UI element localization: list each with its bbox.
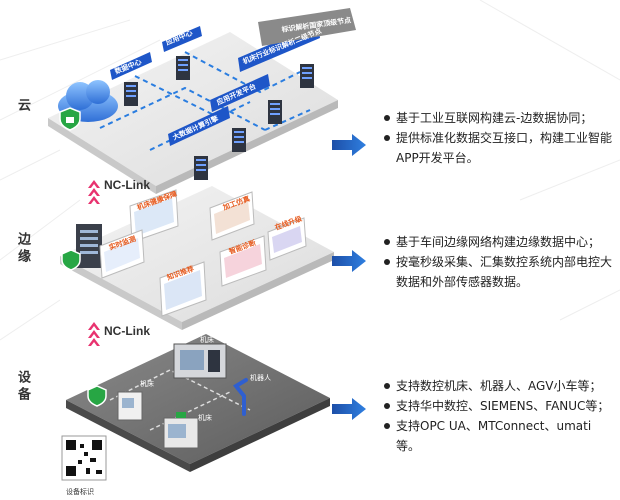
node-label-data-center: 数据中心	[113, 57, 142, 76]
shield-icon	[87, 385, 107, 407]
server-icon	[124, 56, 314, 180]
shield-icon	[59, 107, 81, 131]
nc-link-label: NC-Link	[104, 178, 150, 192]
layer-label-cloud: 云	[15, 98, 30, 115]
device-description: 支持数控机床、机器人、AGV小车等； 支持华中数控、SIEMENS、FANUC等…	[382, 376, 614, 456]
cloud-node-tags	[110, 8, 356, 146]
list-item: 提供标准化数据交互接口，构建工业智能APP开发平台。	[382, 128, 614, 168]
qr-code	[61, 435, 107, 481]
robot-arm-icon	[233, 378, 248, 416]
cloud-description: 基于工业互联网构建云-边数据协同； 提供标准化数据交互接口，构建工业智能APP开…	[382, 108, 614, 168]
nc-link-label: NC-Link	[104, 324, 150, 338]
edge-description: 基于车间边缘网络构建边缘数据中心； 按毫秒级采集、汇集数控系统内部电控大数据和外…	[382, 232, 614, 292]
machine-label-2: 机床	[140, 379, 154, 388]
list-item: 基于车间边缘网络构建边缘数据中心；	[382, 232, 614, 252]
edge-app-panels	[99, 189, 307, 317]
machine-label-robot: 机器人	[250, 373, 271, 382]
up-chevrons-icon	[88, 180, 100, 346]
shield-icon	[61, 249, 81, 271]
qr-caption: 设备标识	[66, 487, 94, 496]
machine-label-1: 机床	[200, 335, 214, 344]
list-item: 支持数控机床、机器人、AGV小车等；	[382, 376, 614, 396]
device-network-lines	[109, 369, 251, 431]
layer-label-edge: 边缘	[15, 232, 30, 266]
list-item: 支持华中数控、SIEMENS、FANUC等；	[382, 396, 614, 416]
edge-platform	[60, 186, 334, 330]
arrow-right-icon	[332, 134, 366, 420]
machine-label-3: 机床	[198, 413, 212, 422]
list-item: 按毫秒级采集、汇集数控系统内部电控大数据和外部传感器数据。	[382, 252, 614, 292]
rack-server-icon	[76, 224, 102, 268]
list-item: 支持OPC UA、MTConnect、umati等。	[382, 416, 614, 456]
background-mesh	[0, 0, 620, 341]
list-item: 基于工业互联网构建云-边数据协同；	[382, 108, 614, 128]
device-platform	[66, 334, 330, 472]
machine-tool-icon	[117, 343, 227, 449]
layer-label-device: 设备	[15, 370, 30, 404]
